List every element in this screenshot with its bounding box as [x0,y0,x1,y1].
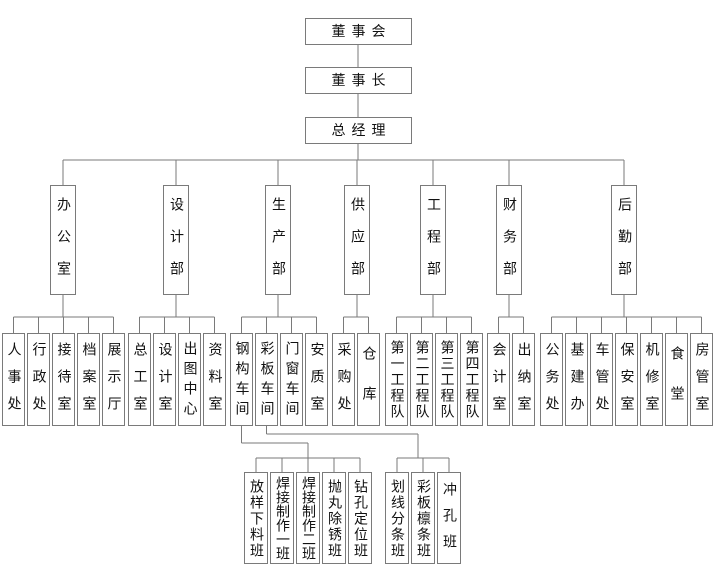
box-label: 门窗车间 [283,341,300,421]
department-box: 工程部 [420,185,446,295]
department-box: 供应部 [344,185,370,295]
box-label: 工程部 [425,196,441,293]
box-label: 采购处 [335,342,352,423]
unit-box: 第二工程队 [410,333,433,426]
unit-box: 安质室 [305,333,328,426]
box-label: 食堂 [668,346,685,426]
box-label: 放样下料班 [248,478,264,559]
box-label: 第二工程队 [413,340,430,420]
box-label: 焊接制作一班 [274,476,290,560]
box-label: 房管室 [693,342,710,423]
unit-box: 档案室 [77,333,100,426]
unit-box: 总工室 [128,333,151,426]
box-label: 保安室 [618,342,635,423]
box-label: 会计室 [490,342,507,423]
unit-box: 仓库 [357,333,380,426]
department-box: 后勤部 [611,185,637,295]
box-label: 后勤部 [616,196,632,293]
unit-box: 人事处 [2,333,25,426]
unit-box: 机修室 [640,333,663,426]
unit-box: 资料室 [203,333,226,426]
unit-box: 第三工程队 [435,333,458,426]
box-label: 车管处 [593,342,610,423]
unit-box: 第一工程队 [385,333,408,426]
box-label: 仓库 [360,346,377,426]
team-box: 冲孔班 [437,472,461,564]
unit-box: 彩板车间 [255,333,278,426]
box-label: 办公室 [55,196,71,293]
box-label: 彩板檩条班 [415,478,431,559]
top-box-0: 董事会 [305,18,412,45]
department-box: 设计部 [163,185,189,295]
box-label: 焊接制作二班 [300,476,316,560]
box-label: 基建办 [568,342,585,423]
unit-box: 车管处 [590,333,613,426]
box-label: 董事长 [331,72,392,89]
top-box-1: 董事长 [305,67,412,94]
team-box: 焊接制作二班 [296,472,320,564]
box-label: 抛丸除锈班 [326,478,342,559]
box-label: 划线分条班 [389,478,405,559]
unit-box: 接待室 [52,333,75,426]
box-label: 董事会 [331,23,392,40]
box-label: 第一工程队 [388,340,405,420]
top-box-2: 总经理 [305,117,412,144]
team-box: 抛丸除锈班 [322,472,346,564]
unit-box: 展示厅 [102,333,125,426]
box-label: 展示厅 [105,342,122,423]
box-label: 人事处 [5,342,22,423]
unit-box: 第四工程队 [460,333,483,426]
unit-box: 门窗车间 [280,333,303,426]
team-box: 划线分条班 [385,472,409,564]
box-label: 钻孔定位班 [352,478,368,559]
box-label: 生产部 [270,196,286,293]
box-label: 公务处 [543,342,560,423]
box-label: 第三工程队 [438,340,455,420]
box-label: 出纳室 [515,342,532,423]
box-label: 出图中心 [181,341,198,421]
box-label: 总经理 [331,122,392,139]
department-box: 办公室 [50,185,76,295]
box-label: 彩板车间 [258,341,275,421]
box-label: 供应部 [349,196,365,293]
box-label: 冲孔班 [441,482,457,560]
team-box: 放样下料班 [244,472,268,564]
unit-box: 食堂 [665,333,688,426]
box-label: 设计部 [168,196,184,293]
unit-box: 钢构车间 [230,333,253,426]
team-box: 钻孔定位班 [348,472,372,564]
unit-box: 保安室 [615,333,638,426]
team-box: 焊接制作一班 [270,472,294,564]
unit-box: 出纳室 [512,333,535,426]
unit-box: 行政处 [27,333,50,426]
unit-box: 公务处 [540,333,563,426]
box-label: 设计室 [156,342,173,423]
unit-box: 设计室 [153,333,176,426]
box-label: 第四工程队 [463,340,480,420]
box-label: 财务部 [501,196,517,293]
box-label: 行政处 [30,342,47,423]
box-label: 总工室 [131,342,148,423]
unit-box: 出图中心 [178,333,201,426]
department-box: 财务部 [496,185,522,295]
unit-box: 采购处 [332,333,355,426]
box-label: 档案室 [80,342,97,423]
box-label: 资料室 [206,342,223,423]
box-label: 机修室 [643,342,660,423]
department-box: 生产部 [265,185,291,295]
unit-box: 会计室 [487,333,510,426]
box-label: 钢构车间 [233,341,250,421]
box-label: 安质室 [308,342,325,423]
unit-box: 房管室 [690,333,713,426]
unit-box: 基建办 [565,333,588,426]
box-label: 接待室 [55,342,72,423]
team-box: 彩板檩条班 [411,472,435,564]
